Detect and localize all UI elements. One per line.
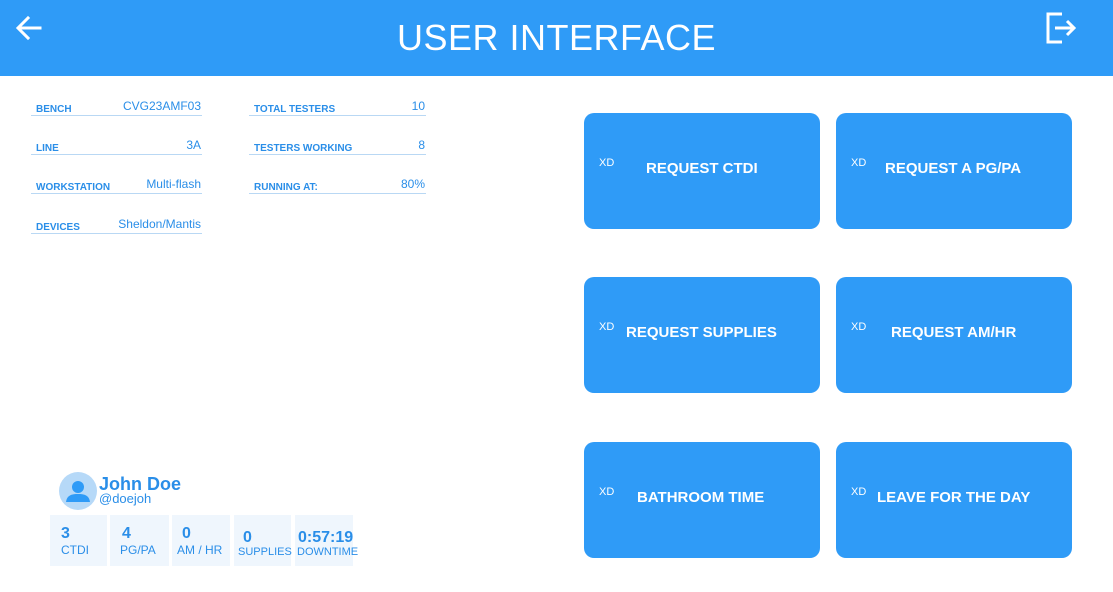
testers-working-label: TESTERS WORKING: [254, 143, 353, 154]
workstation-label: WORKSTATION: [36, 182, 111, 193]
running-at-label: RUNNING AT:: [254, 182, 318, 193]
request-ctdi-label: REQUEST CTDI: [646, 160, 758, 177]
bench-field: BENCH CVG23AMF03: [31, 95, 202, 116]
page-title: USER INTERFACE: [396, 17, 717, 58]
arrow-left-icon: [15, 15, 42, 41]
request-ctdi-button[interactable]: XD REQUEST CTDI: [584, 113, 820, 229]
xd-tag: XD: [599, 157, 615, 169]
user-handle: @doejoh: [99, 491, 152, 506]
logout-icon: [1046, 12, 1077, 44]
running-at-value: 80%: [400, 177, 425, 191]
stat-am-hr: 0 AM / HR: [172, 515, 230, 566]
stat-value: 0: [182, 525, 191, 542]
devices-field: DEVICES Sheldon/Mantis: [31, 213, 202, 234]
xd-tag: XD: [851, 486, 867, 498]
request-supplies-label: REQUEST SUPPLIES: [626, 324, 777, 341]
bench-value: CVG23AMF03: [122, 99, 201, 113]
stat-caption: AM / HR: [177, 543, 223, 557]
request-am-hr-button[interactable]: XD REQUEST AM/HR: [836, 277, 1072, 393]
xd-tag: XD: [851, 321, 867, 333]
request-am-hr-label: REQUEST AM/HR: [891, 324, 1017, 341]
stat-supplies: 0 SUPPLIES: [234, 515, 292, 566]
bench-label: BENCH: [36, 104, 72, 115]
stat-downtime: 0:57:19 DOWNTIME: [295, 515, 358, 566]
request-pg-pa-button[interactable]: XD REQUEST A PG/PA: [836, 113, 1072, 229]
logout-button[interactable]: [1042, 10, 1078, 46]
line-field: LINE 3A: [31, 134, 202, 155]
running-at-field: RUNNING AT: 80%: [249, 173, 426, 194]
line-value: 3A: [186, 138, 201, 152]
workstation-value: Multi-flash: [146, 177, 201, 191]
back-button[interactable]: [12, 10, 48, 46]
header-bar: USER INTERFACE: [0, 0, 1113, 76]
xd-tag: XD: [599, 321, 615, 333]
stat-value: 3: [61, 525, 70, 542]
user-avatar-icon: [66, 481, 90, 502]
total-testers-field: TOTAL TESTERS 10: [249, 95, 426, 116]
bathroom-time-button[interactable]: XD BATHROOM TIME: [584, 442, 820, 558]
devices-value: Sheldon/Mantis: [118, 217, 201, 231]
request-pg-pa-label: REQUEST A PG/PA: [885, 160, 1022, 177]
bathroom-time-label: BATHROOM TIME: [637, 489, 765, 506]
line-label: LINE: [36, 143, 59, 154]
total-testers-value: 10: [411, 99, 425, 113]
leave-for-the-day-label: LEAVE FOR THE DAY: [877, 489, 1031, 506]
testers-working-value: 8: [418, 138, 425, 152]
stat-value: 0: [243, 529, 252, 546]
stat-value: 4: [122, 525, 131, 542]
xd-tag: XD: [599, 486, 615, 498]
testers-working-field: TESTERS WORKING 8: [249, 134, 426, 155]
user-name: John Doe: [99, 474, 182, 494]
stat-caption: PG/PA: [120, 543, 156, 557]
request-supplies-button[interactable]: XD REQUEST SUPPLIES: [584, 277, 820, 393]
devices-label: DEVICES: [36, 222, 80, 233]
xd-tag: XD: [851, 157, 867, 169]
stat-caption: CTDI: [61, 543, 89, 557]
stat-pg-pa: 4 PG/PA: [110, 515, 169, 566]
stat-ctdi: 3 CTDI: [50, 515, 107, 566]
stat-value: 0:57:19: [298, 529, 354, 546]
leave-for-the-day-button[interactable]: XD LEAVE FOR THE DAY: [836, 442, 1072, 558]
total-testers-label: TOTAL TESTERS: [254, 104, 336, 115]
stat-caption: DOWNTIME: [297, 546, 359, 558]
avatar: [59, 472, 97, 510]
stat-caption: SUPPLIES: [238, 546, 292, 558]
workstation-field: WORKSTATION Multi-flash: [31, 173, 202, 194]
